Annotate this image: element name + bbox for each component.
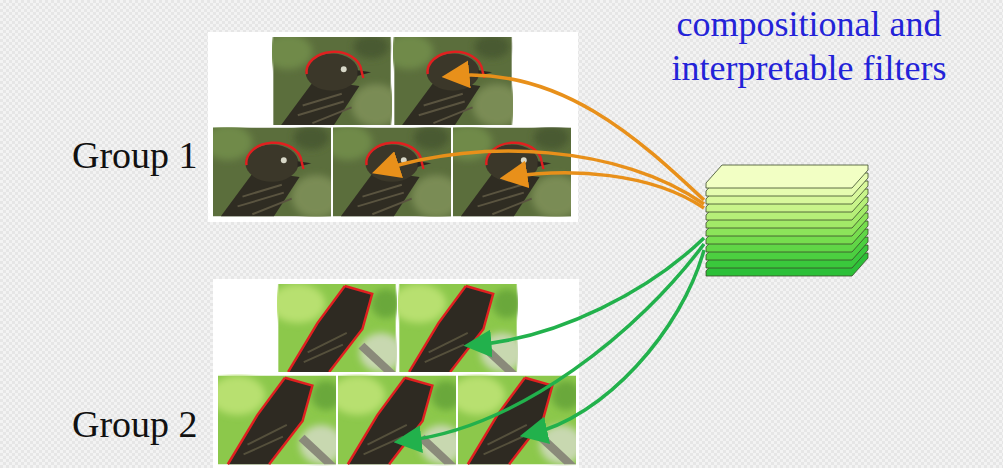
group-label: Group 1 [72,133,208,177]
annotation-text: compositional and interpretable filters [618,2,1000,90]
group-label: Group 2 [72,402,208,446]
